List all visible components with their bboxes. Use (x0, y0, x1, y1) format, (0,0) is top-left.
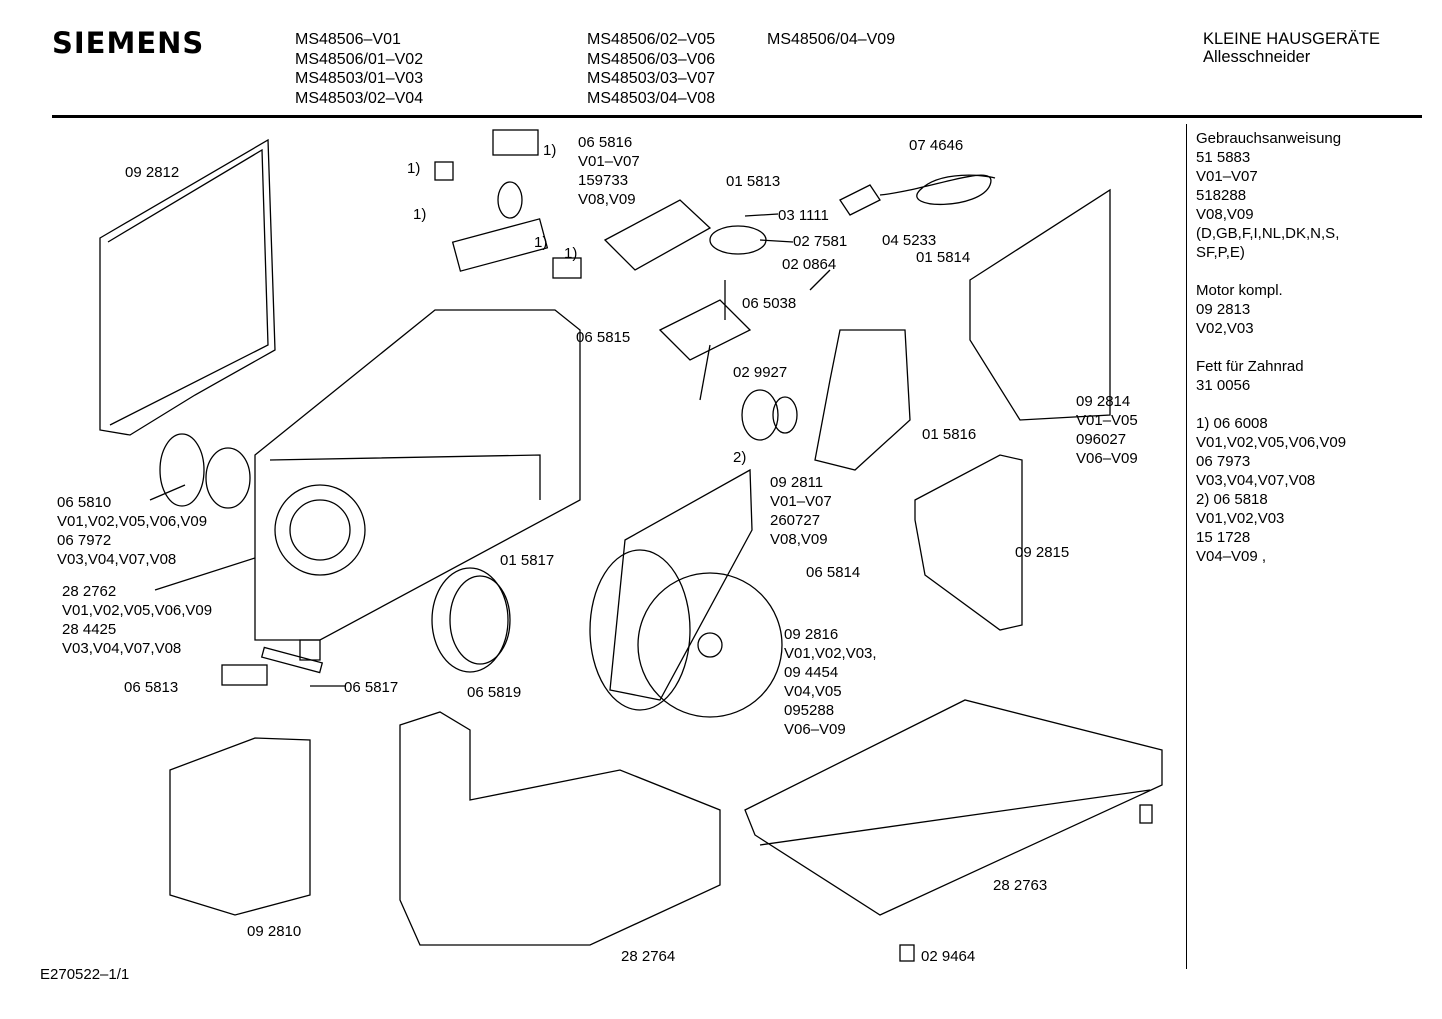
siemens-logo: SIEMENS (52, 26, 205, 60)
callout-015814: 01 5814 (916, 249, 971, 266)
callout-015817: 01 5817 (500, 552, 555, 569)
power-cord (839, 174, 996, 216)
lid-panel (99, 138, 276, 436)
gearbox-housing (814, 329, 911, 471)
callout-065038: 06 5038 (742, 295, 797, 312)
header-divider (52, 115, 1422, 118)
callout-065810: 06 5810 V01,V02,V05,V06,V09 06 7972 V03,… (57, 494, 208, 568)
slide-table (744, 699, 1163, 916)
callout-282762: 28 2762 V01,V02,V05,V06,V09 28 4425 V03,… (62, 583, 213, 657)
callout-015813: 01 5813 (726, 173, 781, 190)
carriage-bracket (914, 454, 1023, 631)
callout-092810: 09 2810 (247, 923, 302, 940)
callout-282764: 28 2764 (621, 948, 676, 965)
callout-020864: 02 0864 (782, 256, 837, 273)
callout-092816: 09 2816 V01,V02,V03, 09 4454 V04,V05 095… (784, 626, 877, 738)
callout-note-1: 1) (413, 206, 427, 223)
leader-lines (149, 213, 831, 687)
motor-cover (969, 188, 1111, 421)
callout-note-1: 1) (407, 160, 421, 177)
side-notes: Gebrauchsanweisung 51 5883 V01–V07 51828… (1196, 130, 1347, 565)
callout-015816: 01 5816 (922, 426, 977, 443)
callout-092812: 09 2812 (125, 164, 180, 181)
side-divider (1186, 124, 1187, 969)
callout-065816: 06 5816 V01–V07 159733 V08,V09 (578, 134, 640, 208)
callout-065814: 06 5814 (806, 564, 861, 581)
callout-027581: 02 7581 (793, 233, 848, 250)
callout-074646: 07 4646 (909, 137, 964, 154)
callout-092814: 09 2814 V01–V05 096027 V06–V09 (1076, 393, 1138, 467)
callout-029464: 02 9464 (921, 948, 976, 965)
side-cover (169, 737, 311, 916)
small-parts (221, 646, 1153, 962)
callout-092815: 09 2815 (1015, 544, 1070, 561)
callout-282763: 28 2763 (993, 877, 1048, 894)
feed-ring (431, 567, 511, 673)
food-holder (399, 711, 721, 946)
callout-045233: 04 5233 (882, 232, 937, 249)
cutting-blade (589, 549, 783, 718)
gear (741, 389, 798, 441)
callout-note-1: 1) (543, 142, 557, 159)
callout-031111: 03 1111 (778, 207, 829, 224)
model-list-2: MS48506/02–V05 MS48506/03–V06 MS48503/03… (587, 31, 716, 107)
switch-parts (434, 129, 582, 279)
callout-065815: 06 5815 (576, 329, 631, 346)
housing (254, 309, 581, 661)
callout-065813: 06 5813 (124, 679, 179, 696)
category-title: KLEINE HAUSGERÄTE (1203, 30, 1380, 48)
callout-note-1: 1) (534, 234, 548, 251)
callout-092811: 09 2811 V01–V07 260727 V08,V09 (770, 474, 832, 548)
callout-note-2: 2) (733, 449, 747, 466)
callout-065819: 06 5819 (467, 684, 522, 701)
model-list-3: MS48506/04–V09 (767, 31, 896, 48)
blade-cover-plate (609, 468, 753, 701)
circuit-board (603, 199, 712, 271)
callout-note-1: 1) (564, 245, 578, 262)
callout-029927: 02 9927 (733, 364, 788, 381)
end-cap (159, 433, 251, 509)
category-block: KLEINE HAUSGERÄTE Allesschneider (1203, 30, 1380, 66)
callout-065817: 06 5817 (344, 679, 399, 696)
product-name: Allesschneider (1203, 48, 1311, 66)
drawing-number: E270522–1/1 (40, 966, 130, 983)
model-list-1: MS48506–V01 MS48506/01–V02 MS48503/01–V0… (295, 31, 424, 107)
